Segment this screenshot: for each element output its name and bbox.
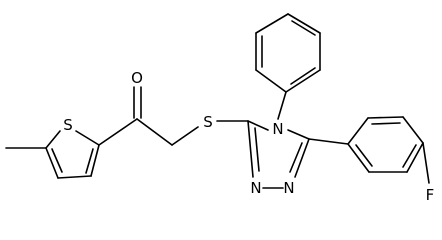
bond-thio-c5-s xyxy=(45,130,61,149)
bond-n2-c3 xyxy=(247,120,254,178)
bond-c2-carbonyl xyxy=(98,118,138,146)
bond-ar-inner-b xyxy=(402,144,417,168)
bond-n4-c5 xyxy=(287,129,310,140)
bond-carbonyl-ch2 xyxy=(136,118,173,146)
bond-thio-s-c2 xyxy=(75,130,100,146)
triazole-ring xyxy=(247,120,310,189)
bond-thio-c2-c3 xyxy=(90,144,100,177)
bond-ar-inner-c xyxy=(355,144,373,167)
bond-ph-inner-c xyxy=(290,67,316,85)
atom-thioether-sulfur: S xyxy=(203,113,213,131)
bond-n2-c3-inner xyxy=(254,127,260,172)
bond-thio-c4-c5 xyxy=(45,147,59,179)
bond-ar-1-2 xyxy=(347,117,369,145)
bond-thio-c4-c5-inner xyxy=(51,148,63,173)
atom-triazole-n2: N xyxy=(250,179,261,197)
bond-c3-n4 xyxy=(247,120,269,131)
atom-oxygen: O xyxy=(131,69,143,87)
bond-ar-f xyxy=(422,142,430,184)
atom-labels: O S S N N N F xyxy=(63,69,434,204)
bond-ph-inner-b xyxy=(291,20,316,36)
atom-thiophene-sulfur: S xyxy=(63,116,73,134)
bond-ph-4-5 xyxy=(287,13,321,34)
bond-ar-4-5 xyxy=(406,142,424,173)
bond-c5-n1 xyxy=(294,138,310,178)
bond-thio-c3-c3-inner xyxy=(85,148,94,174)
bond-n4-phenyl xyxy=(277,91,287,120)
bond-ch2-s xyxy=(171,126,199,146)
bond-ar-6-1 xyxy=(347,143,370,173)
molecule-svg: O S S N N N F xyxy=(5,13,434,204)
thiophene-ring xyxy=(5,130,100,179)
bond-ar-2-3 xyxy=(367,116,404,119)
atom-triazole-n1: N xyxy=(283,179,294,197)
ketone-group xyxy=(98,86,199,146)
bond-ph-3-4 xyxy=(255,13,289,34)
n-phenyl-ring xyxy=(255,13,321,120)
bond-thio-c3-c4 xyxy=(57,175,92,179)
atom-triazole-n4: N xyxy=(272,120,283,138)
bond-ph-6-1 xyxy=(285,69,321,93)
bond-c5-aryl xyxy=(308,138,349,145)
bond-c5-n1-inner xyxy=(289,142,303,173)
fluorophenyl-ring xyxy=(308,116,430,184)
bond-ar-3-4 xyxy=(402,116,424,144)
bond-ph-1-2 xyxy=(255,69,287,93)
atom-fluorine: F xyxy=(426,186,435,204)
structure-diagram: O S S N N N F xyxy=(5,13,434,204)
bond-ar-inner-a xyxy=(371,122,401,125)
